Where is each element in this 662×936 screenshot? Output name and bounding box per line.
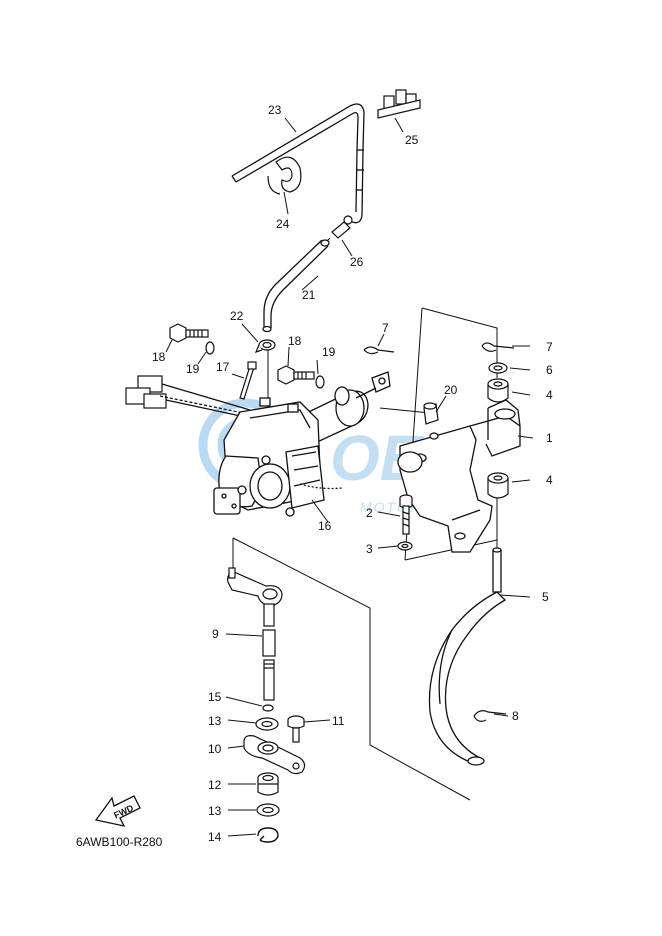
bolt-2: [399, 494, 413, 535]
washer-6: [488, 362, 508, 374]
callout-8: 8: [512, 709, 519, 723]
callout-5: 5: [542, 590, 549, 604]
callout-26: 26: [350, 255, 364, 269]
cotter-pin-7-upper: [363, 346, 395, 355]
callout-23: 23: [268, 103, 282, 117]
wire-harness: [125, 375, 251, 419]
callout-19-right: 19: [322, 345, 336, 359]
shaft-9: [262, 603, 276, 701]
bushing-12: [257, 772, 279, 796]
bushing-4-upper: [487, 378, 509, 403]
callout-11: 11: [332, 714, 345, 728]
callout-3: 3: [366, 542, 373, 556]
callout-18-left: 18: [152, 350, 166, 364]
callout-2: 2: [366, 506, 373, 520]
leader-lines: [165, 117, 534, 837]
assembly-guide-lines: [232, 307, 498, 801]
cotter-pin-7-right: [481, 342, 515, 352]
callout-6: 6: [546, 363, 553, 377]
callout-14: 14: [208, 830, 222, 844]
callout-25: 25: [405, 133, 419, 147]
callout-18-right: 18: [288, 334, 302, 348]
spacer-20: [423, 402, 439, 425]
cotter-pin-8: [473, 710, 507, 722]
hose-21: [262, 239, 330, 333]
callout-19-left: 19: [186, 362, 200, 376]
callout-7-right: 7: [546, 340, 553, 354]
o-ring-15: [262, 704, 274, 712]
callout-21: 21: [302, 288, 316, 302]
clamp-22: [254, 339, 276, 353]
diagram-code: 6AWB100-R280: [76, 835, 163, 849]
callout-13-upper: 13: [208, 714, 222, 728]
callout-13-lower: 13: [208, 804, 222, 818]
callout-labels: 23 25 24 26 21 22 18 18 19 19 17 7 7 6 4…: [152, 103, 553, 844]
cable-tie-17: [239, 361, 257, 400]
lever-arm-upper: [227, 567, 283, 607]
callout-22: 22: [230, 309, 244, 323]
callout-17: 17: [216, 360, 230, 374]
bolt-18-left: [169, 323, 209, 343]
bolt-18-right: [277, 365, 315, 385]
callout-16: 16: [318, 519, 332, 533]
lever-5: [428, 547, 507, 766]
hose-clamp-24: [267, 156, 302, 195]
arm-10: [243, 735, 306, 775]
washer-19-right: [315, 375, 325, 389]
callout-9: 9: [212, 627, 219, 641]
callout-15: 15: [208, 690, 222, 704]
washer-3: [397, 541, 413, 551]
clip-25: [377, 89, 421, 119]
hose-nipple-26: [325, 215, 353, 243]
bolt-11: [287, 715, 305, 743]
callout-4-upper: 4: [546, 388, 553, 402]
callout-12: 12: [208, 778, 222, 792]
washer-19-left: [205, 341, 215, 355]
callout-7-upper: 7: [382, 321, 389, 335]
washer-13-lower: [256, 803, 280, 817]
circlip-14: [257, 827, 279, 843]
bushing-4-lower: [487, 472, 509, 499]
washer-13-upper: [255, 717, 279, 731]
fwd-arrow-icon: FWD: [94, 795, 141, 827]
callout-10: 10: [208, 742, 222, 756]
callout-24: 24: [276, 217, 290, 231]
hose-23: [231, 103, 365, 224]
callout-20: 20: [444, 383, 458, 397]
actuator-assembly-16: [213, 371, 391, 517]
callout-1: 1: [546, 431, 553, 445]
callout-4-lower: 4: [546, 473, 553, 487]
